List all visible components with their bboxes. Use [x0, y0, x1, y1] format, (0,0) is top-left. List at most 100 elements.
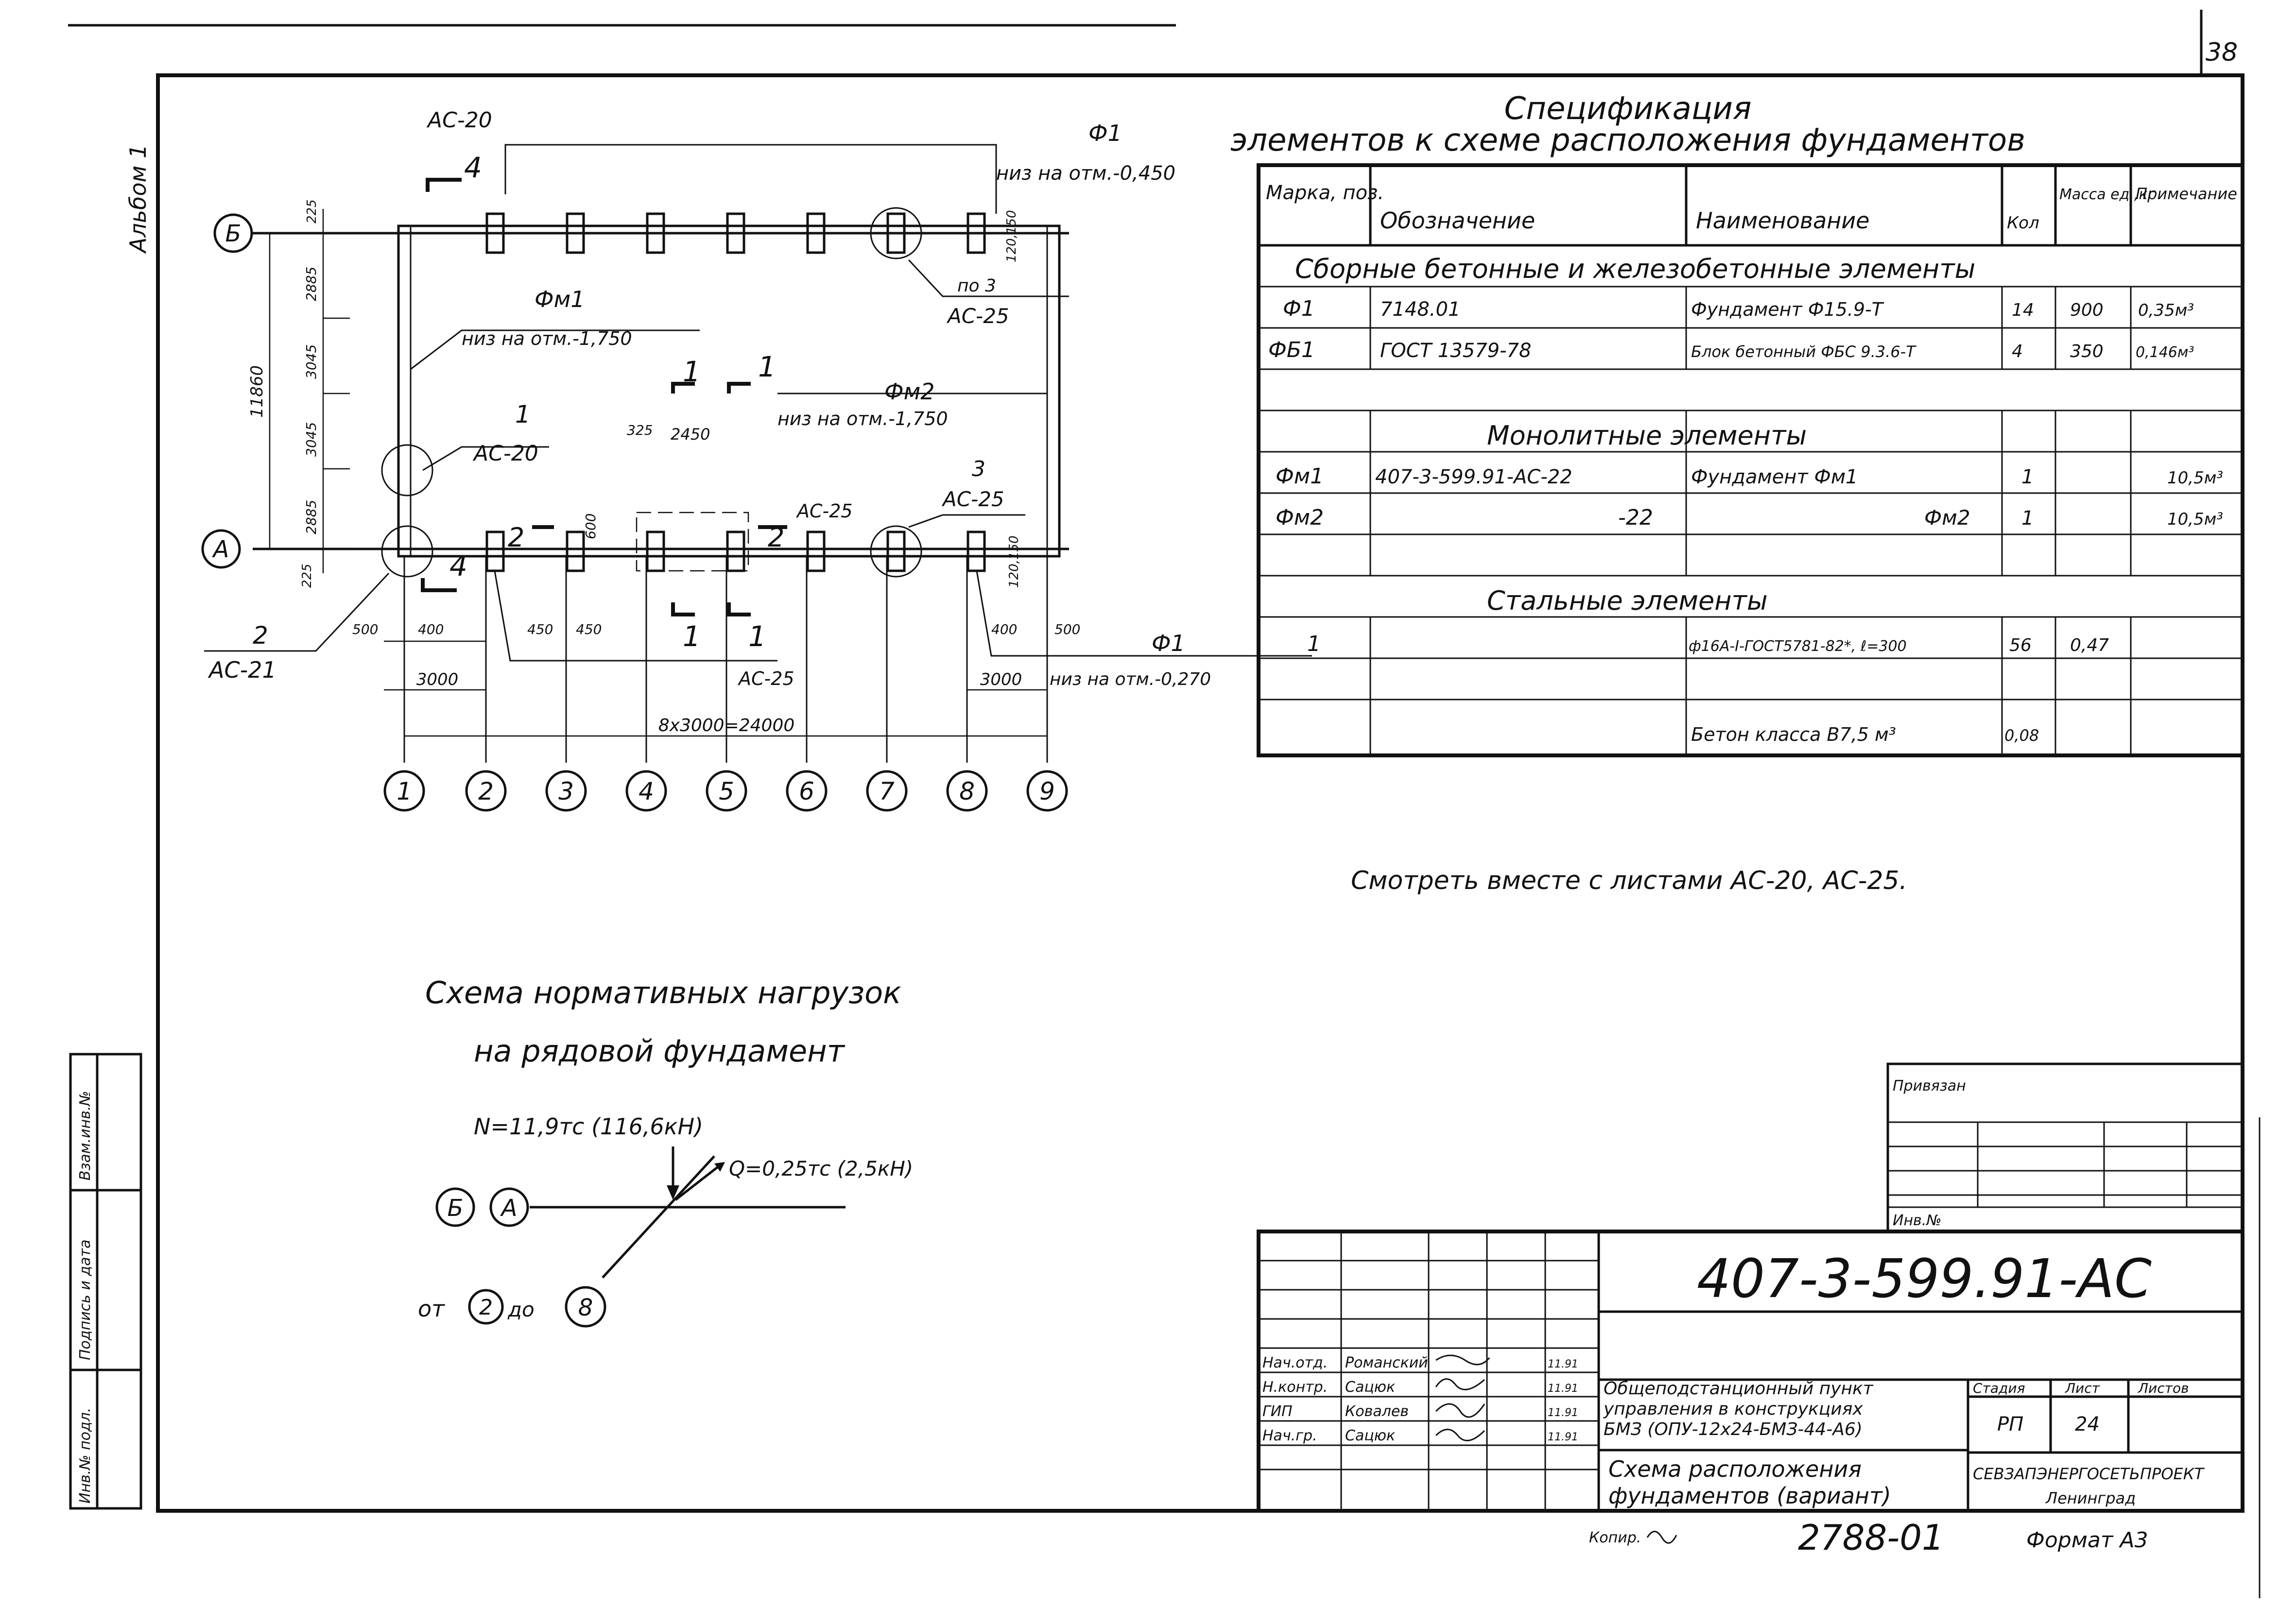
svg-text:11.91: 11.91 — [1548, 1383, 1578, 1395]
svg-text:450: 450 — [527, 621, 553, 637]
svg-text:2885: 2885 — [303, 267, 319, 301]
svg-text:10,5м³: 10,5м³ — [2167, 468, 2223, 488]
svg-text:11.91: 11.91 — [1548, 1407, 1578, 1419]
svg-text:АС-25: АС-25 — [941, 487, 1004, 511]
svg-text:8: 8 — [578, 1294, 593, 1321]
side-stamp-vzam: Взам.инв.№ — [77, 1091, 94, 1180]
spec-header-massa: Масса ед.,кг — [2059, 186, 2156, 203]
svg-text:3000: 3000 — [416, 670, 459, 689]
svg-text:1: 1 — [2021, 466, 2034, 488]
svg-text:1: 1 — [397, 777, 412, 805]
privyazan-block: Привязан Инв.№ — [1886, 1062, 2244, 1233]
svg-text:Фундамент Фм1: Фундамент Фм1 — [1691, 466, 1858, 488]
page-number: 38 — [2206, 38, 2238, 67]
svg-text:4: 4 — [2012, 342, 2023, 361]
spec-rows-grid — [1259, 286, 2243, 755]
axis-bubble-a — [201, 529, 241, 569]
svg-text:225: 225 — [305, 199, 319, 223]
svg-text:450: 450 — [576, 621, 602, 637]
side-stamp-inv-podl: Инв.№ подл. — [77, 1408, 94, 1504]
svg-text:Стадия: Стадия — [1973, 1380, 2025, 1396]
label-f1-bottom: Ф1 — [1152, 630, 1185, 656]
svg-text:1: 1 — [515, 400, 531, 428]
svg-text:8х3000=24000: 8х3000=24000 — [658, 716, 795, 735]
grid-lines — [403, 556, 1048, 763]
svg-text:2450: 2450 — [671, 425, 710, 444]
label-f1-top: Ф1 — [1088, 120, 1122, 146]
svg-text:9: 9 — [1039, 777, 1055, 805]
svg-text:1: 1 — [1307, 632, 1321, 656]
format-label: Формат А3 — [2026, 1528, 2148, 1553]
loads-title-2: на рядовой фундамент — [474, 1033, 846, 1069]
svg-text:14: 14 — [2012, 300, 2034, 320]
svg-text:2885: 2885 — [303, 500, 319, 534]
svg-text:АС-25: АС-25 — [737, 668, 794, 689]
svg-text:2: 2 — [478, 777, 494, 805]
svg-text:225: 225 — [300, 564, 314, 588]
foundation-plan: Б А 1 2 3 4 5 6 7 8 9 — [201, 108, 1312, 812]
svg-text:500: 500 — [1054, 621, 1080, 637]
svg-text:4: 4 — [639, 777, 654, 805]
svg-text:Ф1: Ф1 — [1283, 296, 1315, 321]
svg-text:7: 7 — [879, 777, 895, 805]
svg-text:Фундамент Ф15.9-Т: Фундамент Ф15.9-Т — [1691, 299, 1884, 320]
svg-text:ГИП: ГИП — [1262, 1403, 1293, 1420]
privyazan-label: Привязан — [1893, 1077, 1966, 1094]
svg-text:11.91: 11.91 — [1548, 1358, 1578, 1370]
sheet-title-1: Схема расположения — [1608, 1456, 1862, 1482]
leaders — [204, 144, 1312, 662]
svg-text:А: А — [500, 1195, 518, 1222]
sheet-frame: 38 Альбом 1 — [68, 10, 2244, 1513]
svg-text:0,08: 0,08 — [2004, 726, 2039, 745]
svg-text:ГОСТ 13579-78: ГОСТ 13579-78 — [1380, 340, 1531, 362]
column-axis-bubbles: 1 2 3 4 5 6 7 8 9 — [383, 770, 1068, 812]
svg-text:400: 400 — [991, 621, 1017, 637]
svg-text:2: 2 — [768, 522, 784, 553]
svg-text:Фм2: Фм2 — [1276, 505, 1324, 530]
svg-text:7148.01: 7148.01 — [1380, 298, 1460, 321]
spec-title-2: элементов к схеме расположения фундамент… — [1230, 122, 2025, 158]
svg-text:Романский: Романский — [1345, 1354, 1428, 1371]
drawing-code: 407-3-599.91-АС — [1697, 1248, 2152, 1310]
svg-text:Бетон класса В7,5 м³: Бетон класса В7,5 м³ — [1691, 724, 1896, 745]
svg-text:600: 600 — [583, 513, 599, 539]
copy-number: 2788-01 — [1798, 1517, 1944, 1558]
svg-text:350: 350 — [2070, 342, 2104, 361]
svg-text:2: 2 — [479, 1295, 493, 1320]
label-fm1: Фм1 — [535, 286, 585, 312]
svg-text:АС-21: АС-21 — [207, 657, 276, 683]
svg-text:4: 4 — [449, 549, 467, 582]
svg-text:120,150: 120,150 — [1004, 210, 1019, 262]
svg-text:1: 1 — [748, 620, 766, 653]
sheet-value: 24 — [2075, 1413, 2100, 1436]
svg-text:Сацюк: Сацюк — [1345, 1427, 1395, 1444]
svg-text:Сацюк: Сацюк — [1345, 1379, 1395, 1396]
side-stamp-podpis: Подпись и дата — [77, 1240, 94, 1361]
svg-text:407-3-599.91-АС-22: 407-3-599.91-АС-22 — [1375, 466, 1572, 488]
svg-text:АС-25: АС-25 — [946, 304, 1009, 328]
svg-text:1: 1 — [758, 350, 776, 383]
svg-text:ФБ1: ФБ1 — [1268, 338, 1315, 362]
side-stamp: Инв.№ подл. Подпись и дата Взам.инв.№ — [69, 1053, 142, 1510]
label-fm1-note: низ на отм.-1,750 — [462, 328, 632, 349]
axis-label-b: Б — [225, 220, 242, 247]
label-fm2: Фм2 — [884, 378, 935, 405]
svg-text:3: 3 — [972, 457, 985, 481]
spec-header-marka: Марка, поз. — [1266, 182, 1384, 204]
project-line-3: БМЗ (ОПУ-12х24-БМЗ-44-А6) — [1604, 1419, 1863, 1439]
foundations-row-a — [381, 444, 986, 578]
svg-text:400: 400 — [418, 621, 444, 637]
svg-text:3045: 3045 — [303, 422, 319, 457]
svg-text:до: до — [507, 1298, 535, 1321]
project-line-2: управления в конструкциях — [1603, 1399, 1863, 1419]
svg-text:1: 1 — [683, 620, 701, 653]
svg-text:Нач.отд.: Нач.отд. — [1262, 1354, 1328, 1371]
stage-value: РП — [1997, 1413, 2023, 1436]
load-q-label: Q=0,25тс (2,5кН) — [729, 1157, 913, 1180]
album-label: Альбом 1 — [125, 144, 151, 254]
svg-text:56: 56 — [2009, 635, 2032, 655]
section-marks — [421, 178, 787, 616]
svg-text:по 3: по 3 — [957, 276, 996, 296]
svg-text:Листов: Листов — [2138, 1380, 2189, 1396]
